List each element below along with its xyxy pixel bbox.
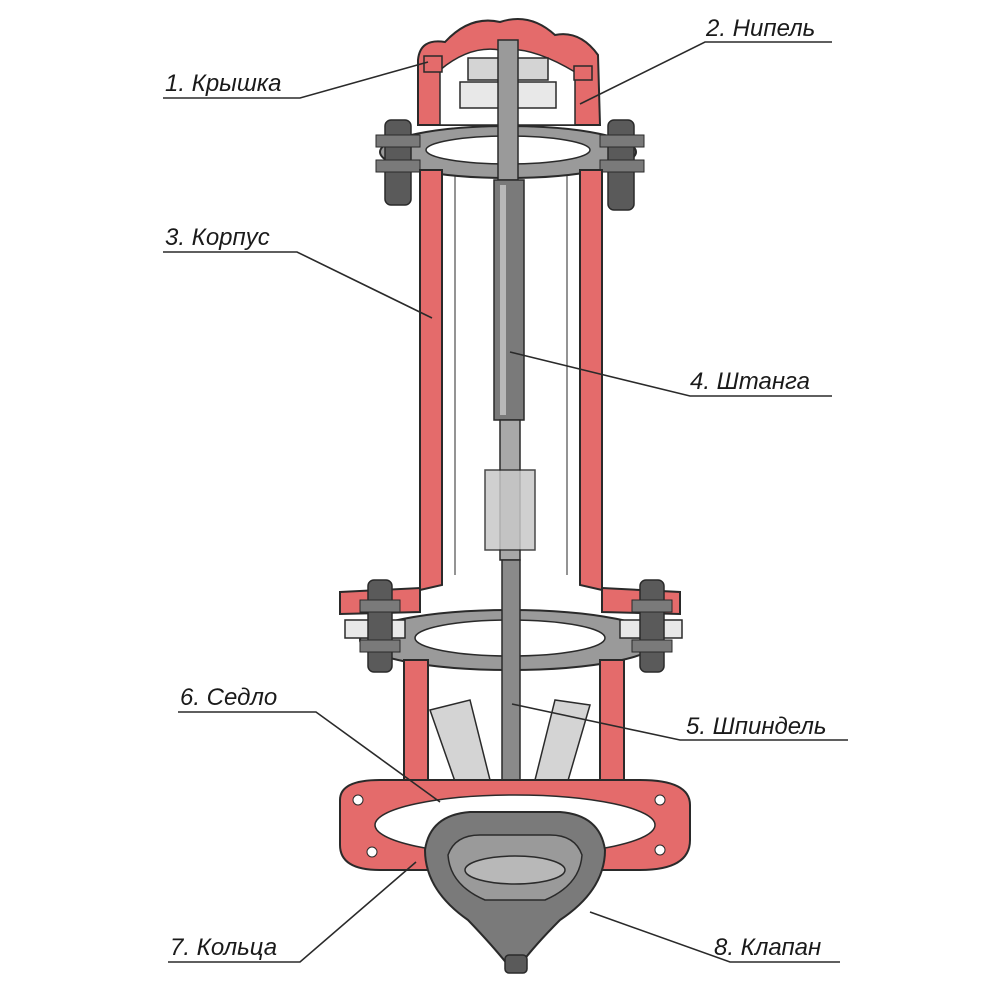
label-shpindel: 5. Шпиндель bbox=[686, 713, 827, 740]
lower-wall-left bbox=[403, 659, 429, 791]
middle-flange bbox=[339, 579, 683, 673]
valve-ring bbox=[464, 855, 566, 885]
leader-nipel bbox=[579, 41, 832, 105]
mid-bolt-right bbox=[631, 579, 673, 673]
mid-bolt-left bbox=[359, 579, 401, 673]
rod bbox=[484, 39, 536, 561]
label-kryshka: 1. Крышка bbox=[165, 70, 282, 97]
leader-sedlo bbox=[178, 711, 441, 803]
leader-shtanga bbox=[509, 351, 832, 397]
rod-highlight bbox=[500, 185, 506, 415]
nipple-right bbox=[573, 65, 593, 81]
upper-bolt-left bbox=[375, 119, 421, 206]
rod-upper bbox=[497, 39, 519, 181]
body-wall-left bbox=[419, 169, 443, 592]
leader-lines bbox=[163, 41, 848, 963]
leader-kryshka bbox=[163, 61, 429, 99]
nipple-left bbox=[423, 55, 443, 73]
label-sedlo: 6. Седло bbox=[180, 684, 278, 711]
rod-main bbox=[493, 179, 525, 421]
body-tube bbox=[419, 169, 603, 592]
valve-tip bbox=[504, 954, 528, 974]
label-shtanga: 4. Штанга bbox=[690, 368, 810, 395]
valve bbox=[423, 811, 607, 974]
body-wall-right bbox=[579, 169, 603, 592]
leader-shpindel bbox=[511, 703, 848, 741]
leader-klapan bbox=[589, 911, 840, 963]
label-koltsa: 7. Кольца bbox=[170, 934, 278, 961]
upper-bolt-right bbox=[599, 119, 645, 211]
label-nipel: 2. Нипель bbox=[706, 15, 816, 42]
label-klapan: 8. Клапан bbox=[714, 934, 822, 961]
leader-koltsa bbox=[168, 861, 417, 963]
label-korpus: 3. Корпус bbox=[165, 224, 270, 251]
leader-korpus bbox=[163, 251, 433, 319]
rod-coupling bbox=[484, 469, 536, 551]
